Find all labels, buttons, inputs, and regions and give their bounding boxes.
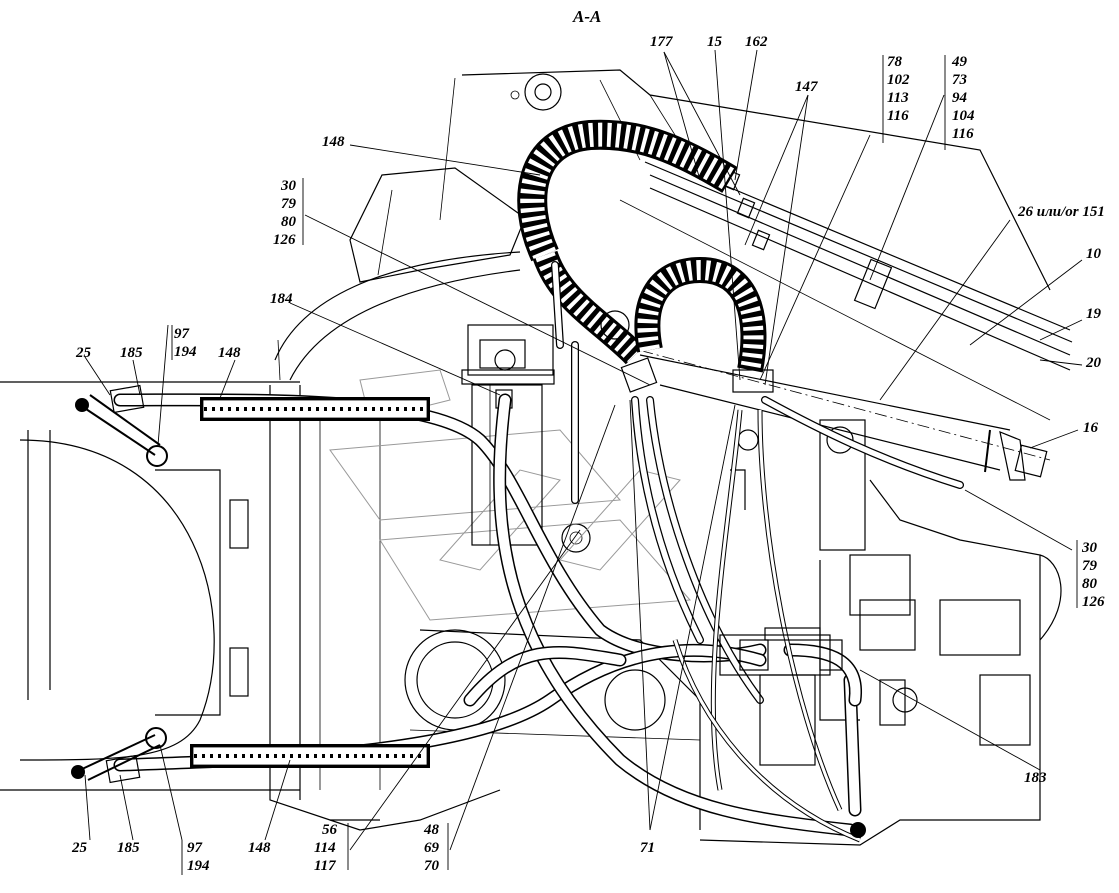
label-194-bot: 194 — [187, 858, 210, 874]
label-148-mid: 148 — [218, 345, 241, 361]
label-26: 26 или/or 151 — [1017, 204, 1105, 220]
upper-tubes — [619, 149, 1073, 421]
label-94: 94 — [952, 90, 968, 106]
label-79-top: 79 — [281, 196, 297, 212]
label-30-right: 30 — [1081, 540, 1098, 556]
label-177: 177 — [650, 34, 673, 50]
cable-carrier-small — [600, 256, 774, 393]
label-19: 19 — [1086, 306, 1102, 322]
label-15: 15 — [707, 34, 723, 50]
label-148-top: 148 — [322, 134, 345, 150]
label-117: 117 — [314, 858, 336, 874]
protective-sleeves — [190, 397, 430, 768]
label-126-top: 126 — [273, 232, 296, 248]
label-183: 183 — [1024, 770, 1047, 786]
label-97-bot: 97 — [187, 840, 203, 856]
label-70: 70 — [424, 858, 440, 874]
left-fittings — [71, 384, 168, 784]
label-185-top: 185 — [120, 345, 143, 361]
label-162: 162 — [745, 34, 768, 50]
label-78: 78 — [887, 54, 903, 70]
label-116b: 116 — [952, 126, 974, 142]
leader-lines — [84, 49, 1083, 875]
label-73: 73 — [952, 72, 968, 88]
label-116a: 116 — [887, 108, 909, 124]
label-102: 102 — [887, 72, 910, 88]
label-79-right: 79 — [1082, 558, 1098, 574]
pump-assembly — [719, 627, 918, 838]
label-185-bot: 185 — [117, 840, 140, 856]
label-104: 104 — [952, 108, 975, 124]
label-97-top: 97 — [174, 326, 190, 342]
label-147: 147 — [795, 79, 818, 95]
label-16: 16 — [1083, 420, 1099, 436]
label-25-top: 25 — [75, 345, 92, 361]
label-10: 10 — [1086, 246, 1102, 262]
labels: А-А 177 15 162 147 78 102 113 116 49 73 … — [71, 7, 1105, 874]
label-56: 56 — [322, 822, 338, 838]
label-48: 48 — [423, 822, 440, 838]
label-49: 49 — [951, 54, 968, 70]
label-148-bot: 148 — [248, 840, 271, 856]
cable-carrier-large — [517, 119, 738, 365]
hoses — [113, 261, 964, 843]
hydraulic-cylinder — [619, 344, 1051, 481]
section-title: А-А — [572, 7, 601, 26]
label-184: 184 — [270, 291, 293, 307]
label-194-top: 194 — [174, 344, 197, 360]
label-126-right: 126 — [1082, 594, 1105, 610]
label-69: 69 — [424, 840, 440, 856]
label-80-top: 80 — [281, 214, 297, 230]
label-25-bot: 25 — [71, 840, 88, 856]
label-30-top: 30 — [280, 178, 297, 194]
label-114: 114 — [314, 840, 336, 856]
label-71: 71 — [640, 840, 655, 856]
label-80-right: 80 — [1082, 576, 1098, 592]
label-20: 20 — [1085, 355, 1102, 371]
label-113: 113 — [887, 90, 909, 106]
